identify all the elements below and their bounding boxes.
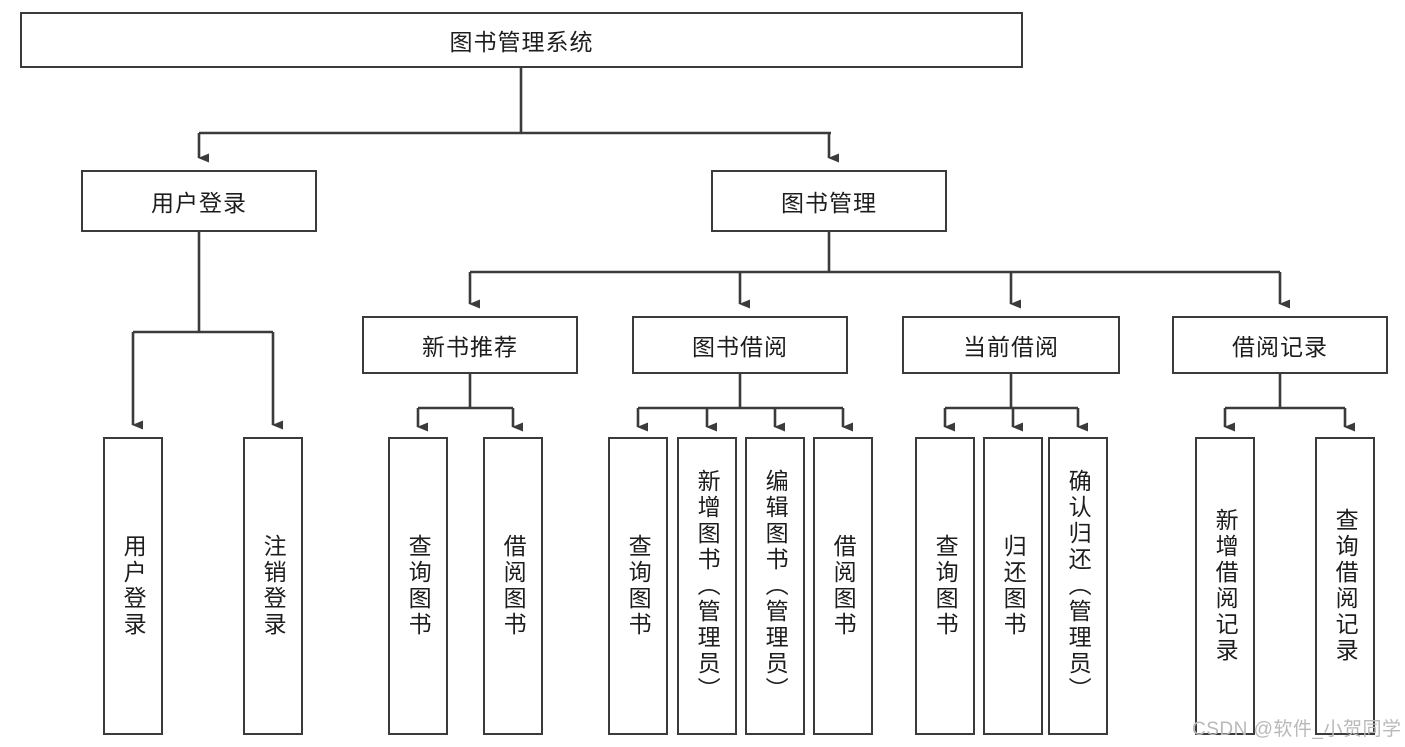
node-label: 确认归还（管理员）: [1065, 469, 1092, 703]
edges-borrowrecord-to-leaves: [1223, 374, 1355, 432]
leaf-logout-login[interactable]: 注销登录: [243, 437, 303, 735]
node-label: 借阅图书: [500, 534, 527, 638]
node-user-login[interactable]: 用户登录: [81, 170, 317, 232]
node-label: 借阅图书: [830, 534, 857, 638]
node-book-borrow[interactable]: 图书借阅: [632, 316, 848, 374]
node-label: 当前借阅: [963, 334, 1059, 360]
node-label: 图书管理: [781, 190, 877, 216]
leaf-borrow-book-recommend[interactable]: 借阅图书: [483, 437, 543, 735]
node-label: 新增借阅记录: [1212, 508, 1239, 664]
edges-bookborrow-to-leaves: [636, 374, 853, 432]
leaf-query-book-recommend[interactable]: 查询图书: [388, 437, 448, 735]
node-label: 归还图书: [1000, 534, 1027, 638]
leaf-confirm-return-admin[interactable]: 确认归还（管理员）: [1048, 437, 1108, 735]
node-label: 用户登录: [151, 190, 247, 216]
node-label: 图书管理系统: [449, 29, 594, 55]
leaf-query-book-borrow[interactable]: 查询图书: [608, 437, 668, 735]
edges-root-to-level2: [197, 68, 839, 163]
leaf-return-book[interactable]: 归还图书: [983, 437, 1043, 735]
node-label: 新书推荐: [422, 334, 518, 360]
edges-newbook-to-leaves: [416, 374, 523, 432]
node-label: 查询借阅记录: [1332, 508, 1359, 664]
node-label: 查询图书: [625, 534, 652, 638]
node-root-book-management-system[interactable]: 图书管理系统: [20, 12, 1023, 68]
node-borrow-record[interactable]: 借阅记录: [1172, 316, 1388, 374]
leaf-user-login[interactable]: 用户登录: [103, 437, 163, 735]
node-label: 查询图书: [932, 534, 959, 638]
node-label: 图书借阅: [692, 334, 788, 360]
node-label: 注销登录: [260, 534, 287, 638]
node-book-management[interactable]: 图书管理: [711, 170, 947, 232]
node-new-book-recommend[interactable]: 新书推荐: [362, 316, 578, 374]
leaf-query-borrow-record[interactable]: 查询借阅记录: [1315, 437, 1375, 735]
leaf-add-book-admin[interactable]: 新增图书（管理员）: [677, 437, 737, 735]
node-label: 借阅记录: [1232, 334, 1328, 360]
node-current-borrow[interactable]: 当前借阅: [902, 316, 1120, 374]
node-label: 用户登录: [120, 534, 147, 638]
edges-bookmanage-to-level3: [468, 232, 1290, 309]
node-label: 查询图书: [405, 534, 432, 638]
node-label: 编辑图书（管理员）: [762, 469, 789, 703]
edges-userlogin-to-leaves: [131, 232, 283, 430]
leaf-query-book-current[interactable]: 查询图书: [915, 437, 975, 735]
leaf-borrow-book-borrow[interactable]: 借阅图书: [813, 437, 873, 735]
node-label: 新增图书（管理员）: [694, 469, 721, 703]
leaf-add-borrow-record[interactable]: 新增借阅记录: [1195, 437, 1255, 735]
leaf-edit-book-admin[interactable]: 编辑图书（管理员）: [745, 437, 805, 735]
edges-currentborrow-to-leaves: [943, 374, 1088, 432]
